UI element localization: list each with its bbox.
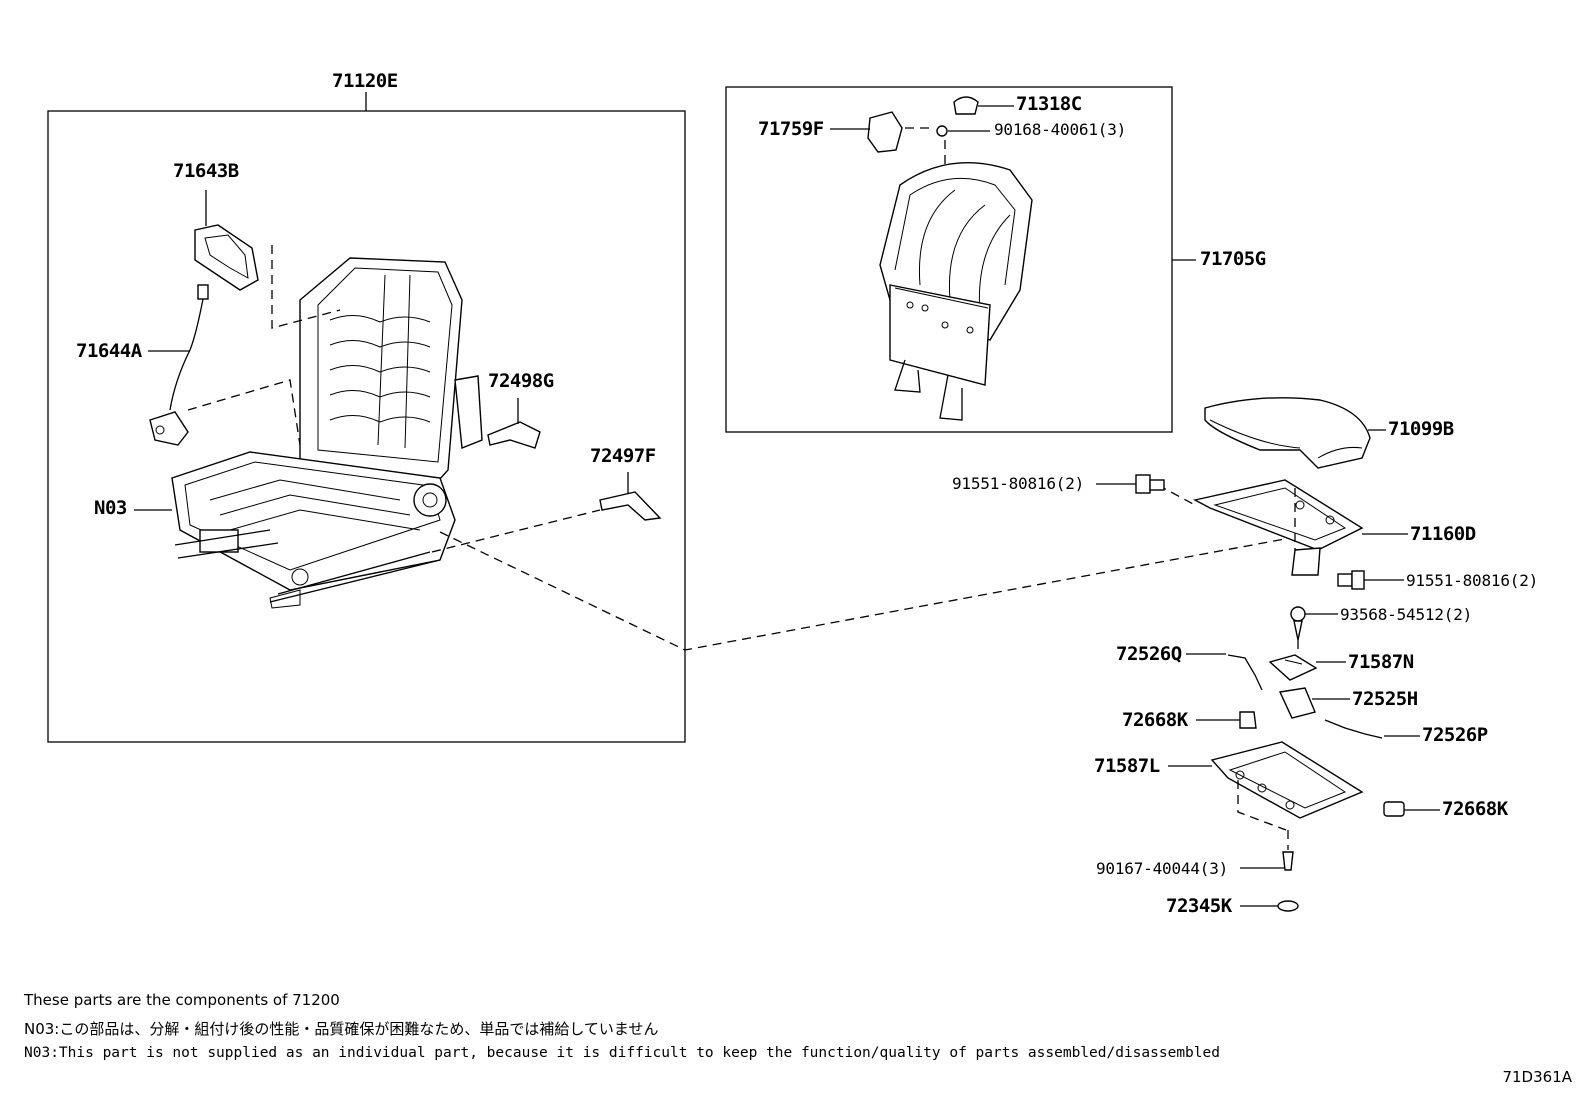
label-71643b[interactable]: 71643B xyxy=(173,160,239,182)
handle-h-drawing xyxy=(1278,687,1350,719)
label-n03[interactable]: N03 xyxy=(94,497,127,519)
label-72525h[interactable]: 72525H xyxy=(1352,688,1418,710)
label-72345k[interactable]: 72345K xyxy=(1166,895,1232,917)
pad-n-drawing xyxy=(1268,654,1346,681)
lever-drawing xyxy=(194,190,259,291)
clip-drawing xyxy=(1290,606,1338,655)
label-91551-80816-right[interactable]: 91551-80816(2) xyxy=(1406,571,1539,590)
screw-base-drawing xyxy=(1240,830,1294,871)
label-71099b[interactable]: 71099B xyxy=(1388,418,1454,440)
headrest-drawing xyxy=(879,127,1033,421)
cushion-drawing xyxy=(1204,397,1386,469)
knob-left-drawing xyxy=(1196,711,1257,729)
cover-upper-drawing xyxy=(487,421,541,449)
label-72497f[interactable]: 72497F xyxy=(590,445,656,467)
label-71587n[interactable]: 71587N xyxy=(1348,651,1414,673)
label-72498g[interactable]: 72498G xyxy=(488,370,554,392)
bracket-drawing xyxy=(1157,479,1408,576)
n03-note-japanese: N03:この部品は、分解・組付け後の性能・品質確保が困難なため、単品では補給して… xyxy=(24,1020,659,1038)
label-72526q[interactable]: 72526Q xyxy=(1116,643,1182,665)
label-71705g[interactable]: 71705G xyxy=(1200,248,1266,270)
screw-head-drawing xyxy=(936,125,948,137)
label-72668k-right[interactable]: 72668K xyxy=(1442,798,1508,820)
wire-q-drawing xyxy=(1227,654,1263,691)
label-72668k-left[interactable]: 72668K xyxy=(1122,709,1188,731)
components-note: These parts are the components of 71200 xyxy=(24,991,340,1009)
washer-drawing xyxy=(1240,900,1299,912)
cover-lower-drawing xyxy=(599,491,662,521)
label-71644a[interactable]: 71644A xyxy=(76,340,142,362)
cable-drawing xyxy=(148,284,209,446)
label-91551-80816-left[interactable]: 91551-80816(2) xyxy=(952,474,1085,493)
label-72526p[interactable]: 72526P xyxy=(1422,724,1488,746)
hook-drawing xyxy=(867,111,903,153)
cap-drawing xyxy=(953,96,979,115)
diagram-code: 71D361A xyxy=(1502,1068,1572,1086)
seat-frame-drawing xyxy=(171,257,483,609)
n03-note-english: N03:This part is not supplied as an indi… xyxy=(24,1045,1220,1061)
label-71318c[interactable]: 71318C xyxy=(1016,93,1082,115)
label-71160d[interactable]: 71160D xyxy=(1410,523,1476,545)
knob-right-drawing xyxy=(1383,801,1440,817)
wire-p-drawing xyxy=(1324,719,1383,739)
label-71759f[interactable]: 71759F xyxy=(758,118,824,140)
label-90167-40044[interactable]: 90167-40044(3) xyxy=(1096,859,1229,878)
bolt-right-drawing xyxy=(1337,570,1404,590)
label-93568-54512[interactable]: 93568-54512(2) xyxy=(1340,605,1473,624)
label-71587l[interactable]: 71587L xyxy=(1094,755,1160,777)
base-l-drawing xyxy=(1168,741,1364,831)
label-71120e[interactable]: 71120E xyxy=(332,70,398,92)
bolt-left-drawing xyxy=(1096,474,1165,494)
label-90168-40061[interactable]: 90168-40061(3) xyxy=(994,120,1127,139)
